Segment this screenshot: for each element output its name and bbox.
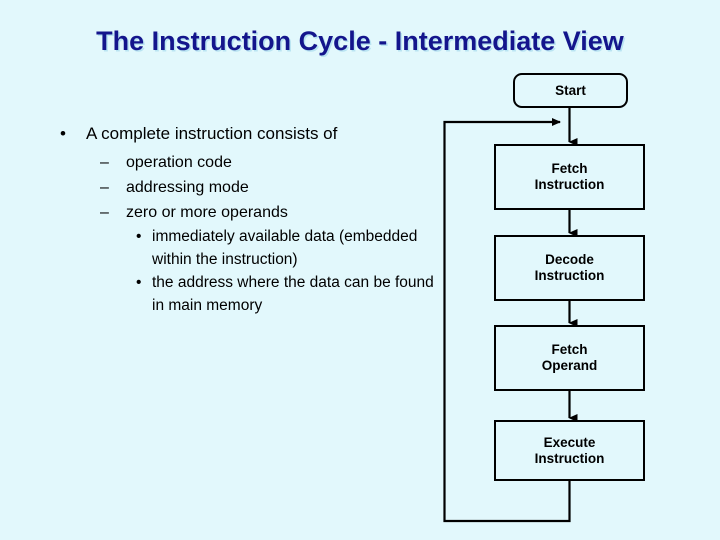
bullet-level1-item: • A complete instruction consists of: [48, 122, 448, 146]
bullet-level3-label: immediately available data (embedded wit…: [152, 228, 418, 268]
body-text-block: • A complete instruction consists of – o…: [48, 122, 448, 317]
page-title: The Instruction Cycle - Intermediate Vie…: [96, 26, 624, 56]
bullet-marker-level2: –: [100, 179, 109, 196]
bullet-level3-label: the address where the data can be found …: [152, 274, 434, 314]
bullet-marker-level3: •: [136, 274, 142, 291]
bullet-level2-label: addressing mode: [126, 179, 249, 196]
bullet-level2-label: operation code: [126, 154, 232, 171]
bullet-level2-item-operands: – zero or more operands: [48, 200, 448, 225]
flowchart-node-start[interactable]: Start: [513, 73, 628, 108]
bullet-level2-item-operation-code: – operation code: [48, 150, 448, 175]
bullet-marker-level3: •: [136, 228, 142, 245]
bullet-marker-level1: •: [60, 124, 66, 143]
bullet-marker-level2: –: [100, 204, 109, 221]
bullet-level3-item-address: • the address where the data can be foun…: [48, 271, 448, 317]
bullet-level2-label: zero or more operands: [126, 204, 288, 221]
bullet-level1-label: A complete instruction consists of: [86, 124, 338, 143]
bullet-level3-item-immediate-data: • immediately available data (embedded w…: [48, 225, 448, 271]
bullet-level2-item-addressing-mode: – addressing mode: [48, 175, 448, 200]
bullet-marker-level2: –: [100, 154, 109, 171]
flowchart-node-start-label: Start: [555, 82, 586, 98]
